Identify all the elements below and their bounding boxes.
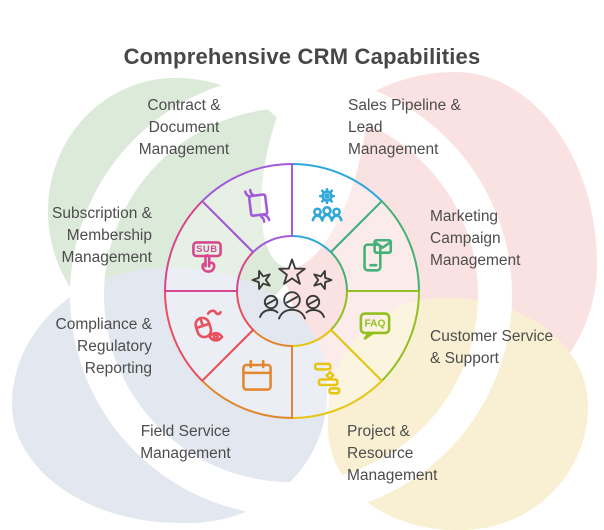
label-contract-document: Contract & Document Management xyxy=(138,97,230,158)
label-customer-service: Customer Service & Support xyxy=(430,328,554,367)
label-project-resource: Project & Resource Management xyxy=(347,423,438,484)
phone-mail-icon xyxy=(351,232,399,280)
sub-text: SUB xyxy=(196,244,218,254)
label-field-service: Field Service Management xyxy=(140,423,231,462)
mouse-eye-icon xyxy=(183,302,231,350)
label-compliance-reporting: Compliance & Regulatory Reporting xyxy=(55,316,153,377)
document-hands-icon xyxy=(233,182,281,230)
calendar-icon xyxy=(233,352,281,400)
gantt-chart-icon xyxy=(303,352,351,400)
page-title: Comprehensive CRM Capabilities xyxy=(123,44,481,69)
label-subscription-membership: Subscription & Membership Management xyxy=(52,205,152,266)
sub-button-icon: SUB xyxy=(183,232,231,280)
faq-text: FAQ xyxy=(364,319,385,330)
label-marketing-campaign: Marketing Campaign Management xyxy=(430,208,521,269)
faq-bubble-icon: FAQ xyxy=(351,302,399,350)
label-sales-pipeline: Sales Pipeline & Lead Management xyxy=(348,97,461,158)
stars-team-icon xyxy=(246,250,338,330)
wheel-segment-contract-document xyxy=(201,163,293,254)
gear-team-icon xyxy=(303,182,351,230)
